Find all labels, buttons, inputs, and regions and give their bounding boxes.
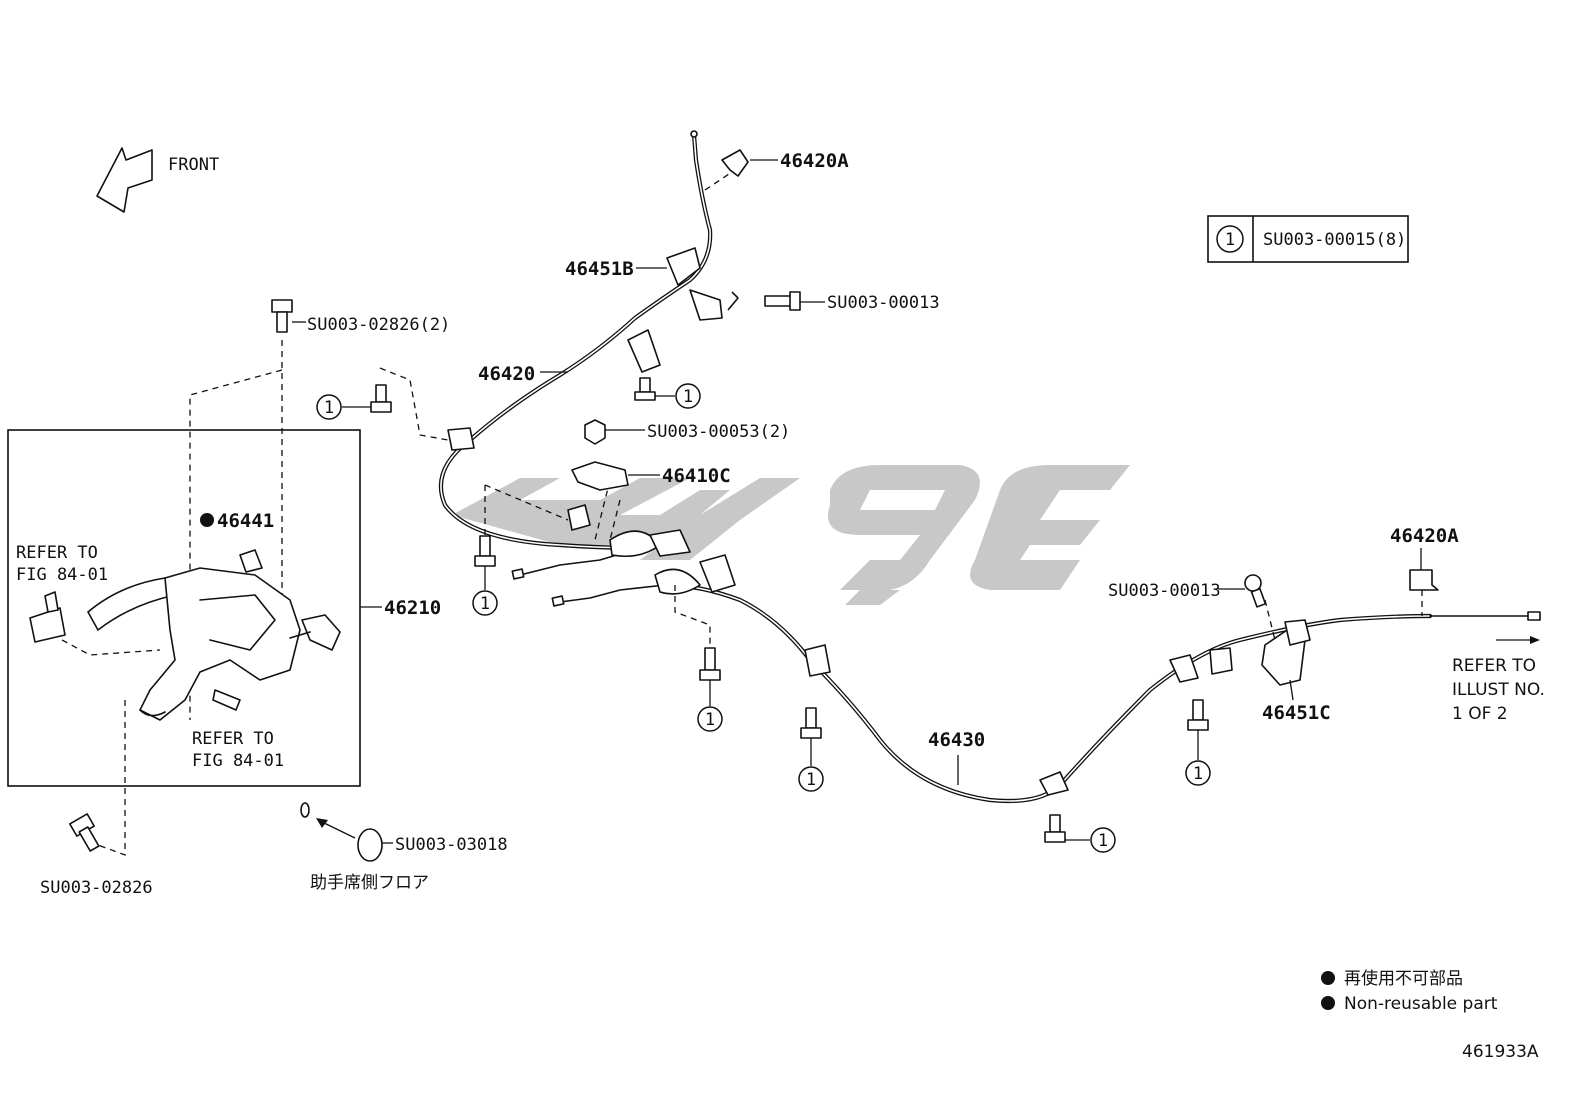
label-46410C: 46410C [662,465,731,487]
fastener-legend-box: 1 SU003-00015(8) [1207,215,1409,263]
bolt-su003-02826-2: SU003-02826(2) [271,299,450,335]
label-46420A-top: 46420A [780,150,849,172]
refer-fig-left-line2: FIG 84-01 [16,565,108,585]
label-46451B: 46451B [565,258,634,280]
front-arrow: FRONT [96,147,219,213]
circle-ref-1c: 1 [480,594,490,614]
label-su003-02826: SU003-02826 [40,878,153,898]
front-label: FRONT [168,155,219,175]
label-46441: 46441 [217,510,274,532]
bolt-su003-02826: SU003-02826 [40,813,153,898]
refer-fig-bottom-line2: FIG 84-01 [192,751,284,771]
nonreusable-jp: 再使用不可部品 [1344,968,1463,989]
label-46430: 46430 [928,729,985,751]
illustration-code: 461933A [1462,1042,1539,1062]
label-su003-00013-right: SU003-00013 [1108,581,1221,601]
legend-part-text: SU003-00015(8) [1263,230,1406,250]
clip-46420A-right: 46420A [1390,525,1459,591]
label-46451C: 46451C [1262,702,1331,724]
label-su003-02826-2: SU003-02826(2) [307,315,450,335]
label-su003-00013-top: SU003-00013 [827,293,940,313]
circle-ref-1e: 1 [806,770,816,790]
refer-fig-bottom-line1: REFER TO [192,729,274,749]
label-46420A-right: 46420A [1390,525,1459,547]
jp-floor-note: 助手席側フロア [310,873,429,893]
label-su003-03018: SU003-03018 [395,835,508,855]
refer-illust-line3: 1 OF 2 [1452,704,1508,724]
cable-46430 [551,582,1541,804]
refer-fig-left-line1: REFER TO [16,543,98,563]
circle-ref-1b: 1 [324,398,334,418]
nonreusable-dot-icon-2 [1321,996,1335,1010]
top-clip-and-bolt: 46420A 46451B SU003-00013 [565,149,940,313]
nonreusable-legend: 再使用不可部品 Non-reusable part [1321,968,1498,1014]
circle-ref-1f: 1 [1098,831,1108,851]
legend-circle-number: 1 [1225,230,1235,250]
nonreusable-en: Non-reusable part [1344,994,1498,1014]
bolt-circle-refs: 1 1 1 1 1 1 1 [316,377,1211,853]
watermark-logo [452,465,1130,605]
bolt-su003-00013-right: SU003-00013 [1108,574,1267,608]
circle-ref-1g: 1 [1193,764,1203,784]
cable-clips [447,247,1311,796]
circle-ref-1a: 1 [683,387,693,407]
lever-assembly-box: 46210 46441 REFER TO FIG 84-01 REFER TO … [7,429,441,787]
nut-and-bracket-46410C: SU003-00053(2) 46410C [571,419,790,491]
nonreusable-dot-icon [1321,971,1335,985]
grommet-su003-03018: SU003-03018 助手席側フロア [300,802,508,893]
label-46420: 46420 [478,363,535,385]
circle-ref-1d: 1 [705,710,715,730]
refer-illust-note: REFER TO ILLUST NO. 1 OF 2 [1452,636,1545,724]
refer-illust-line1: REFER TO [1452,656,1536,676]
label-su003-00053-2: SU003-00053(2) [647,422,790,442]
refer-illust-line2: ILLUST NO. [1452,680,1545,700]
label-46210: 46210 [384,597,441,619]
